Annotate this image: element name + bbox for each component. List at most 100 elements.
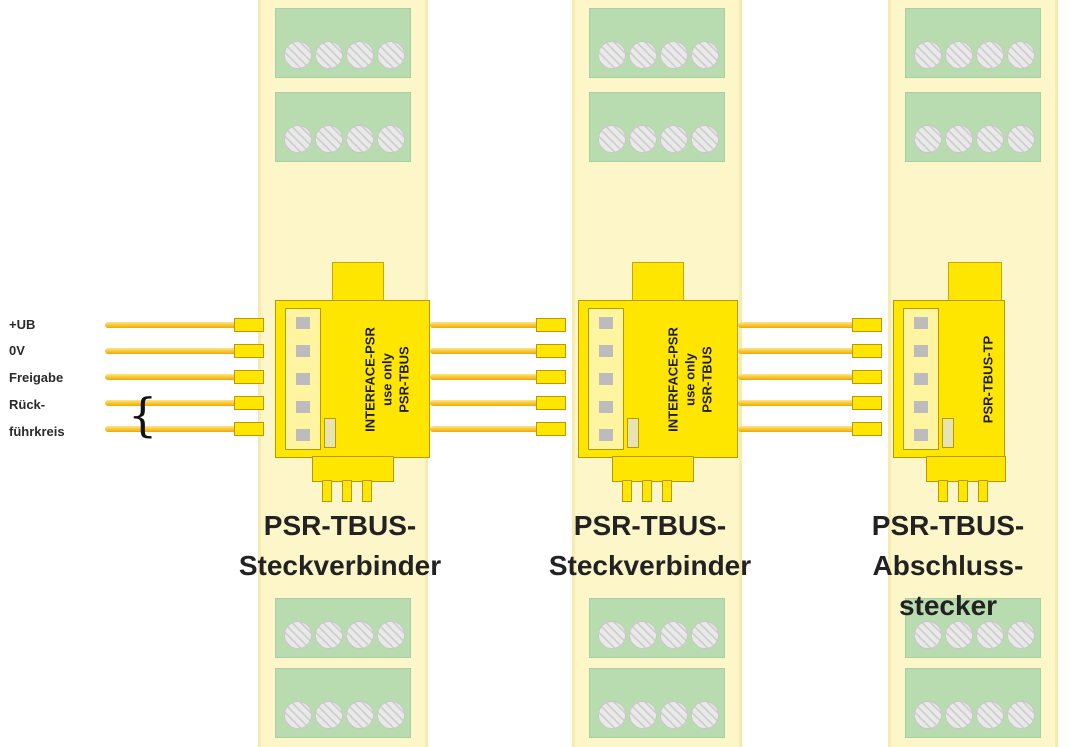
connector-latch	[324, 418, 336, 448]
bus-wire	[105, 400, 240, 406]
bus-wire	[738, 374, 858, 380]
terminal-screw-icon	[976, 125, 1004, 153]
connector-label-line-3: PSR-TBUS	[396, 346, 412, 413]
terminal-screw-icon	[976, 41, 1004, 69]
terminal-screw-icon	[660, 41, 688, 69]
caption-termination-plug: PSR-TBUS- Abschluss- stecker	[838, 506, 1058, 626]
bus-wire	[738, 348, 858, 354]
bus-wire	[430, 348, 542, 354]
connector-label-line-1: INTERFACE-PSR	[665, 327, 681, 432]
bus-wire	[105, 426, 240, 432]
terminal-screw-icon	[284, 125, 312, 153]
terminal-screw-icon	[1007, 41, 1035, 69]
terminal-screw-icon	[1007, 621, 1035, 649]
terminal-screw-icon	[945, 701, 973, 729]
terminal-screw-icon	[660, 701, 688, 729]
signal-label-fuehrkreis: führkreis	[9, 424, 65, 439]
signal-label-rueck: Rück-	[9, 397, 46, 412]
bus-wire	[738, 426, 858, 432]
terminal-screw-icon	[914, 41, 942, 69]
terminal-screw-icon	[346, 41, 374, 69]
caption-connector-2: PSR-TBUS- Steckverbinder	[510, 506, 790, 586]
bus-wire	[430, 322, 542, 328]
terminal-screw-icon	[598, 701, 626, 729]
connector-bottom	[312, 456, 394, 482]
connector-latch	[627, 418, 639, 448]
terminal-screw-icon	[377, 125, 405, 153]
terminal-block-top-2	[275, 92, 411, 162]
connector-bottom	[926, 456, 1006, 482]
terminal-screw-icon	[377, 701, 405, 729]
terminal-screw-icon	[315, 701, 343, 729]
terminal-screw-icon	[691, 701, 719, 729]
signal-label-0v: 0V	[9, 343, 25, 358]
bus-wire	[105, 374, 240, 380]
terminal-screw-icon	[691, 621, 719, 649]
terminal-screw-icon	[598, 41, 626, 69]
terminal-screw-icon	[1007, 125, 1035, 153]
caption-line-1: PSR-TBUS-	[263, 510, 417, 541]
terminal-block-bottom-1	[905, 598, 1041, 658]
caption-line-2: Steckverbinder	[548, 550, 752, 581]
connector-top-housing	[332, 262, 384, 302]
terminal-screw-icon	[377, 621, 405, 649]
terminal-screw-icon	[315, 41, 343, 69]
terminal-screw-icon	[945, 41, 973, 69]
terminal-block-bottom-2	[905, 668, 1041, 738]
terminal-screw-icon	[976, 621, 1004, 649]
caption-line-2: Steckverbinder	[238, 550, 442, 581]
signal-label-ub: +UB	[9, 317, 36, 332]
caption-line-2: Abschluss-	[872, 550, 1024, 581]
connector-pin-strip	[903, 308, 939, 450]
terminal-screw-icon	[598, 125, 626, 153]
terminal-block-top-1	[589, 8, 725, 78]
terminal-screw-icon	[660, 621, 688, 649]
bus-wire	[738, 322, 858, 328]
connector-label-line-2: use only	[682, 353, 698, 406]
caption-line-3: stecker	[898, 590, 998, 621]
terminal-block-bottom-2	[589, 668, 725, 738]
connector-latch	[942, 418, 954, 448]
connector-top-housing	[948, 262, 1002, 302]
terminal-screw-icon	[629, 41, 657, 69]
caption-line-1: PSR-TBUS-	[573, 510, 727, 541]
terminal-screw-icon	[914, 701, 942, 729]
connector-label-line-2: use only	[379, 353, 395, 406]
terminal-screw-icon	[598, 621, 626, 649]
terminal-screw-icon	[284, 701, 312, 729]
terminal-screw-icon	[284, 41, 312, 69]
terminal-screw-icon	[629, 621, 657, 649]
terminal-block-top-2	[905, 92, 1041, 162]
connector-label-line-3: PSR-TBUS	[699, 346, 715, 413]
bus-wire	[430, 426, 542, 432]
terminal-screw-icon	[945, 621, 973, 649]
terminal-screw-icon	[691, 41, 719, 69]
terminal-screw-icon	[346, 125, 374, 153]
terminal-screw-icon	[629, 125, 657, 153]
terminal-screw-icon	[629, 701, 657, 729]
bus-wire	[105, 322, 240, 328]
bus-wire	[430, 374, 542, 380]
feedback-brace: {	[128, 388, 158, 442]
connector-label-line-1: INTERFACE-PSR	[362, 327, 378, 432]
terminal-screw-icon	[377, 41, 405, 69]
terminal-screw-icon	[914, 621, 942, 649]
terminal-block-bottom-1	[275, 598, 411, 658]
terminal-screw-icon	[691, 125, 719, 153]
terminal-screw-icon	[914, 125, 942, 153]
signal-label-freigabe: Freigabe	[9, 370, 64, 385]
connector-label-line-1: PSR-TBUS-TP	[980, 335, 996, 424]
terminal-screw-icon	[945, 125, 973, 153]
terminal-screw-icon	[660, 125, 688, 153]
caption-connector-1: PSR-TBUS- Steckverbinder	[200, 506, 480, 586]
terminal-block-top-2	[589, 92, 725, 162]
terminal-screw-icon	[346, 701, 374, 729]
terminal-screw-icon	[315, 621, 343, 649]
terminal-screw-icon	[284, 621, 312, 649]
terminal-block-bottom-2	[275, 668, 411, 738]
caption-line-1: PSR-TBUS-	[871, 510, 1025, 541]
terminal-block-top-1	[275, 8, 411, 78]
terminal-screw-icon	[315, 125, 343, 153]
bus-wire	[430, 400, 542, 406]
terminal-block-top-1	[905, 8, 1041, 78]
